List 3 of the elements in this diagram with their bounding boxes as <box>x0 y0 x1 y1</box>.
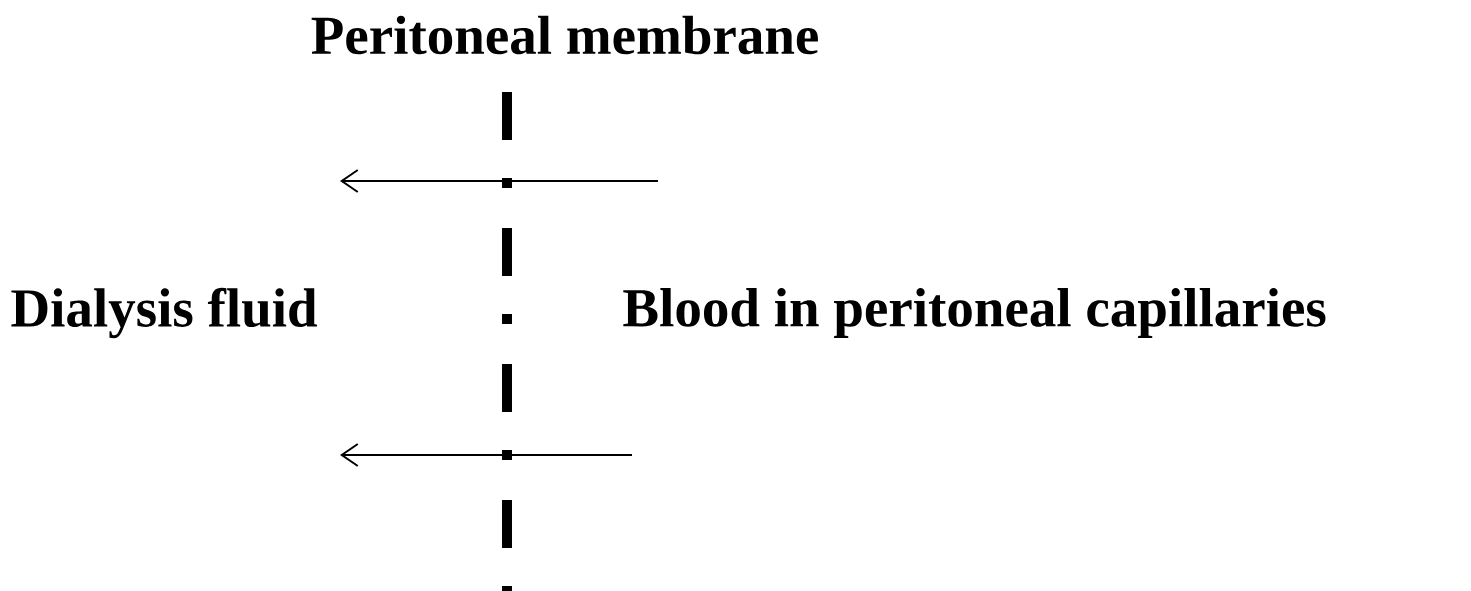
diagram-title: Peritoneal membrane <box>311 15 818 55</box>
region-label: Blood in peritoneal capillaries <box>623 288 1326 338</box>
region-label: Dialysis fluid <box>11 287 317 339</box>
